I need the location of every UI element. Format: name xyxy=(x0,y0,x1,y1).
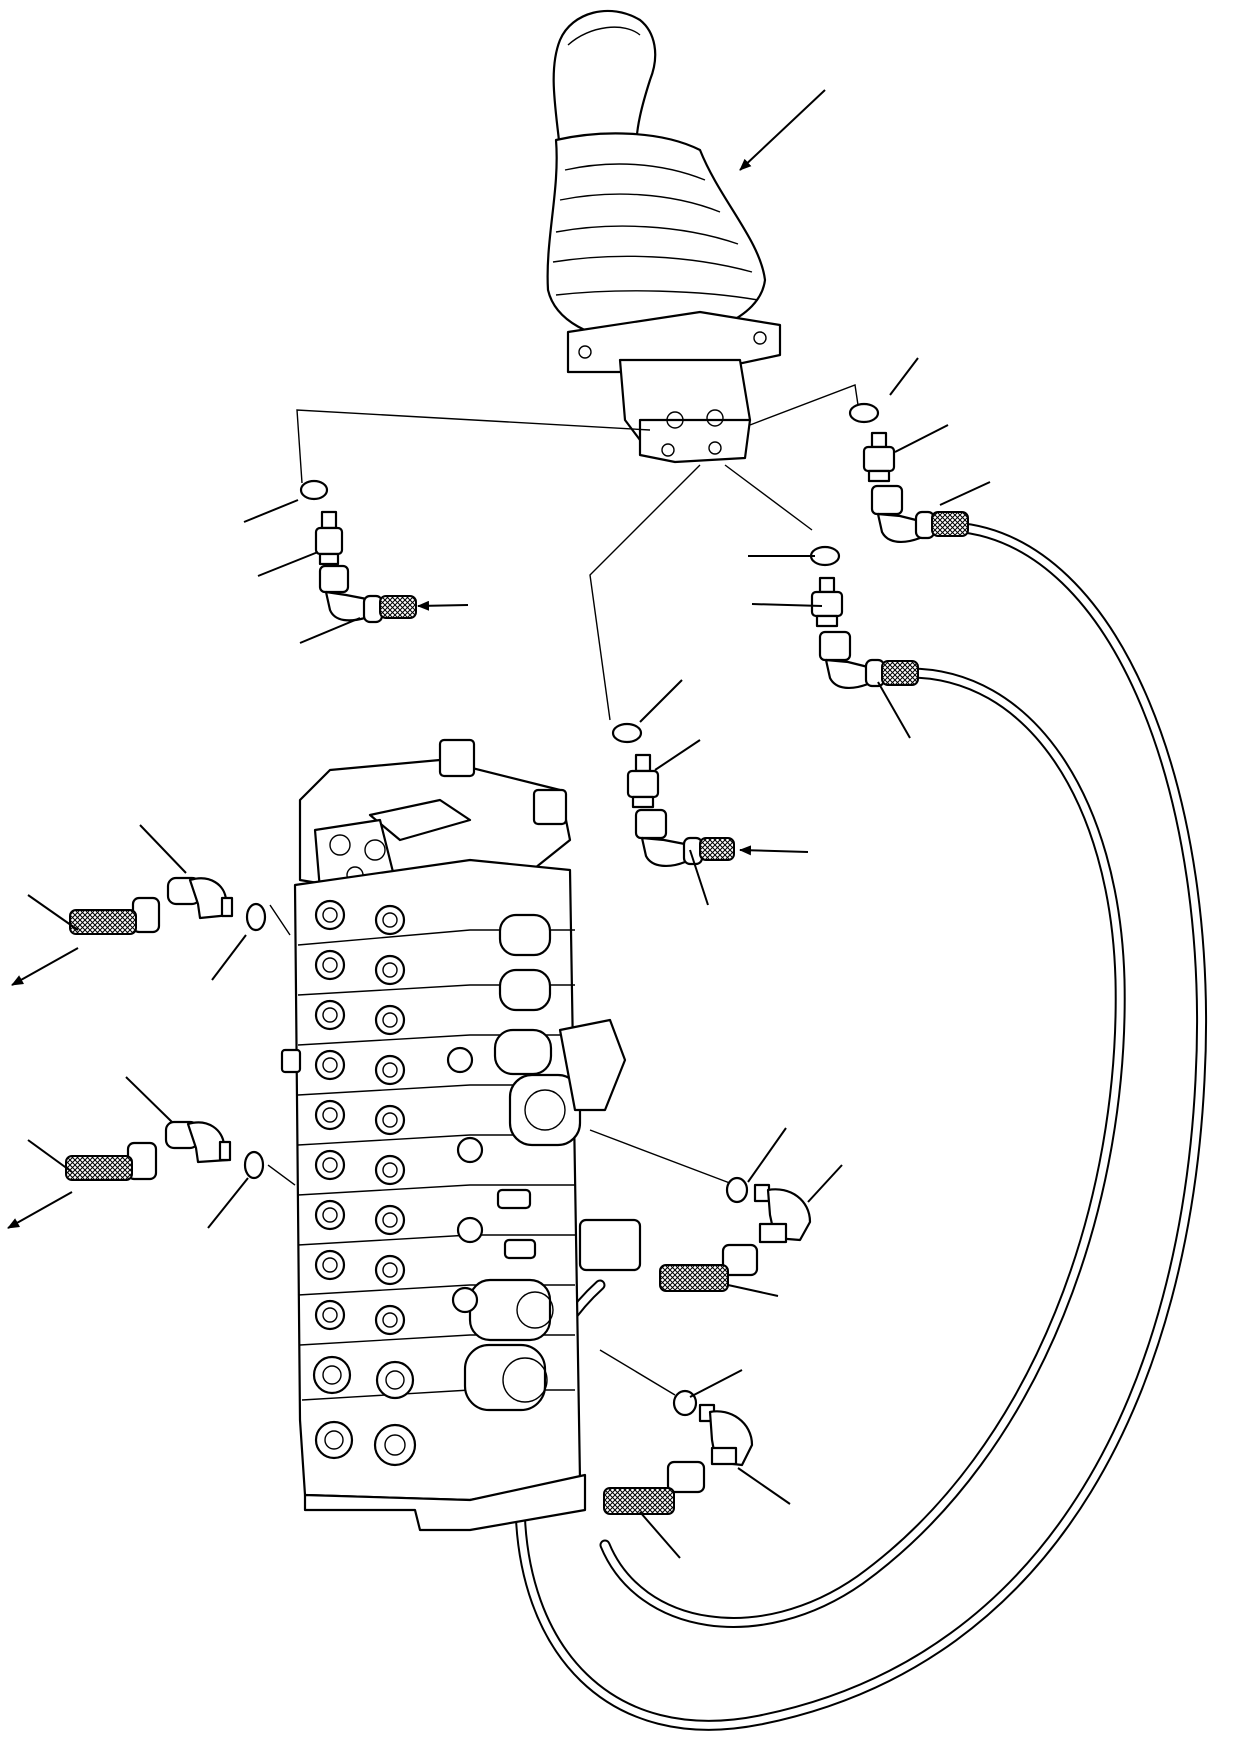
pilot-hose xyxy=(520,527,1202,1725)
fitting-set-valve-left-lower xyxy=(66,1122,263,1180)
callout-leaders xyxy=(28,358,990,1558)
hose-end xyxy=(66,1156,132,1180)
elbow xyxy=(168,878,232,918)
fitting-set-right-inner xyxy=(811,547,918,688)
control-valve xyxy=(282,740,640,1530)
fitting-set-middle xyxy=(613,724,734,866)
elbow xyxy=(820,632,884,688)
hose-end xyxy=(668,1462,704,1492)
arrow-valve-lower xyxy=(7,1192,72,1228)
o-ring xyxy=(811,547,839,565)
hose-end xyxy=(660,1265,728,1291)
o-ring xyxy=(727,1178,747,1202)
fitting-set-valve-right-lower xyxy=(604,1391,752,1514)
elbow xyxy=(872,486,934,542)
hose-end xyxy=(700,838,734,860)
elbow xyxy=(320,566,382,622)
hose-end xyxy=(932,512,968,536)
arrow-to-lever xyxy=(739,90,825,170)
arrow-hose-left xyxy=(417,600,468,611)
o-ring xyxy=(301,481,327,499)
hose-end xyxy=(380,596,416,618)
elbow xyxy=(755,1185,810,1242)
hose-end xyxy=(882,661,918,685)
o-ring xyxy=(247,904,265,930)
arrow-hose-middle xyxy=(739,845,808,856)
fitting-set-valve-right-upper xyxy=(660,1178,810,1291)
hose-end xyxy=(604,1488,674,1514)
direction-arrows xyxy=(7,90,825,1228)
o-ring xyxy=(850,404,878,422)
connection-lines xyxy=(268,385,858,1395)
adapter xyxy=(864,433,894,481)
adapter xyxy=(812,578,842,626)
hose-end xyxy=(70,910,136,934)
arrow-valve-upper xyxy=(11,948,78,985)
fitting-set-valve-left-upper xyxy=(70,878,265,934)
adapter xyxy=(628,755,658,807)
elbow xyxy=(636,810,702,866)
o-ring xyxy=(245,1152,263,1178)
fitting-set-right-outer xyxy=(850,404,968,542)
hose-end xyxy=(723,1245,757,1275)
o-ring xyxy=(613,724,641,742)
ppc-lever xyxy=(548,11,780,462)
elbow xyxy=(166,1122,230,1162)
fitting-set-left xyxy=(301,481,416,622)
adapter xyxy=(316,512,342,564)
elbow xyxy=(700,1405,752,1465)
